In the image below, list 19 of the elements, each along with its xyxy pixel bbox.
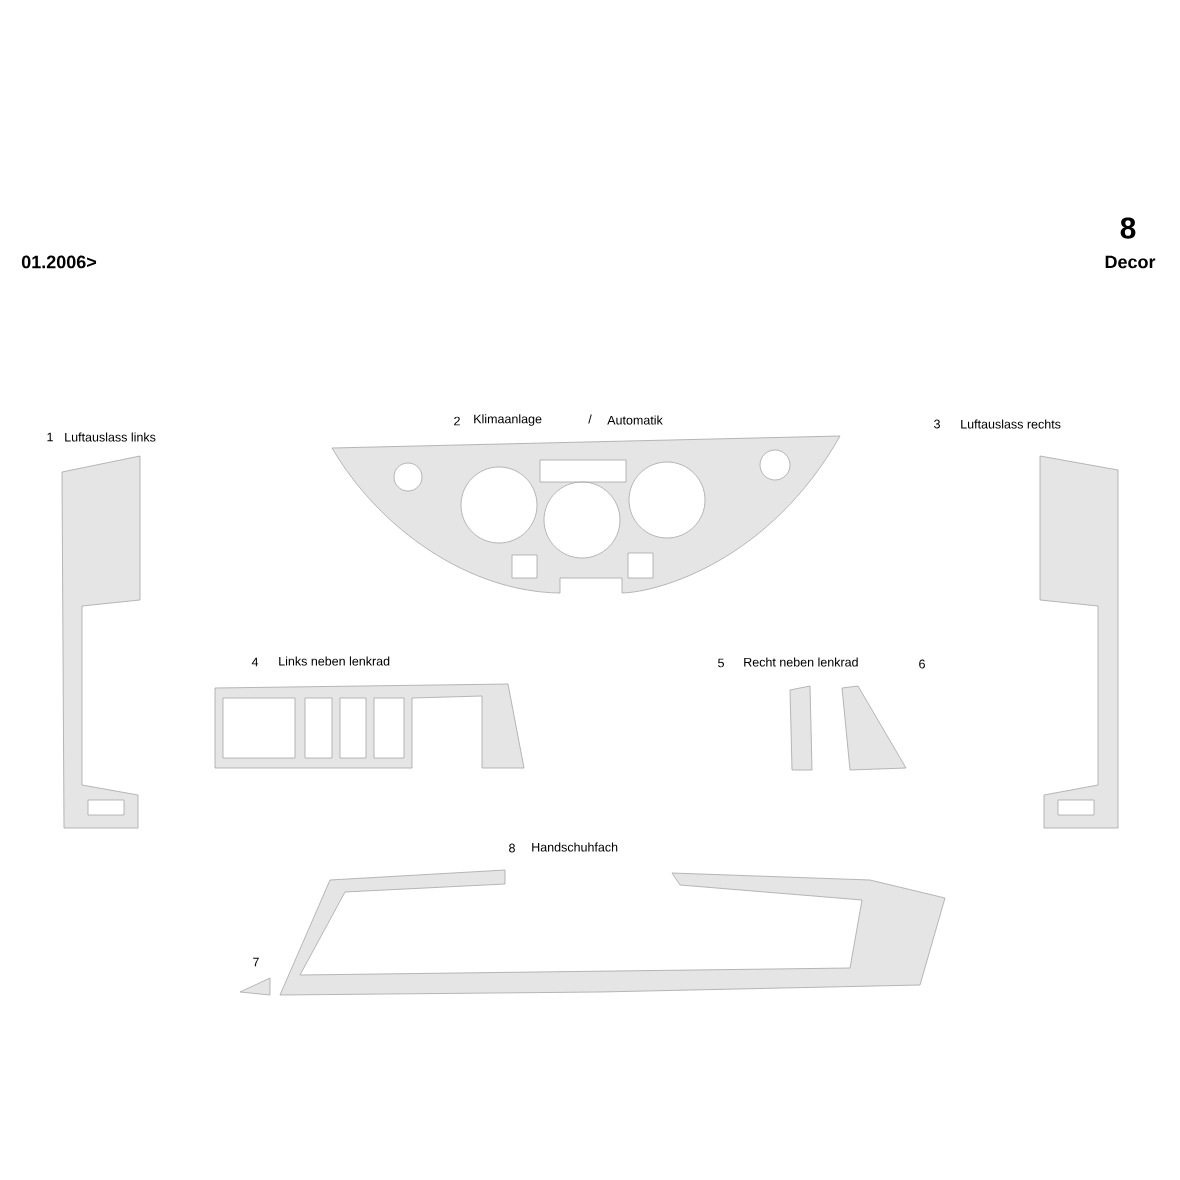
part-label: Klimaanlage (474, 414, 542, 426)
separator-label: / (588, 414, 592, 424)
callout-number: 7 (253, 957, 259, 967)
part-label: Links neben lenkrad (279, 656, 390, 666)
part-label: Automatik (607, 415, 663, 425)
count-label: 8 (1120, 217, 1136, 239)
part-label: Handschuhfach (532, 842, 618, 852)
part-label: Luftauslass links (65, 432, 156, 442)
callout-number: 2 (454, 416, 460, 426)
part-label: Recht neben lenkrad (744, 657, 858, 667)
callout-number: 6 (919, 659, 925, 669)
date-label: 01.2006> (21, 255, 97, 269)
kit-label: Decor (1105, 255, 1156, 269)
callout-number: 5 (718, 658, 724, 668)
callout-number: 8 (509, 843, 515, 853)
callout-number: 1 (47, 432, 53, 442)
callout-number: 3 (934, 419, 940, 429)
callout-number: 4 (251, 657, 259, 667)
part-label: Luftauslass rechts (961, 419, 1061, 429)
